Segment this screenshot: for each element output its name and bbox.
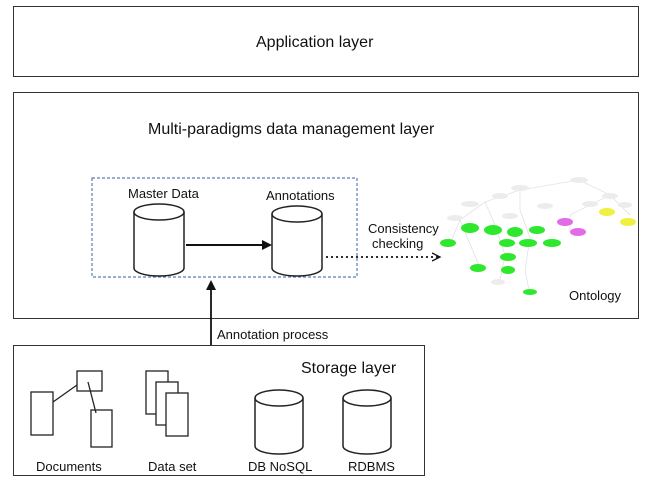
- rdbms-label: RDBMS: [348, 459, 395, 474]
- db-nosql-cylinder-icon: [254, 389, 304, 455]
- consistency-label: Consistency: [368, 221, 439, 236]
- checking-label: checking: [372, 236, 424, 251]
- application-layer-label: Application layer: [256, 34, 374, 51]
- annotation-process-label: Annotation process: [217, 327, 329, 342]
- master-data-label: Master Data: [128, 186, 199, 201]
- db-nosql-label: DB NoSQL: [248, 459, 313, 474]
- ontology-nodes: [440, 177, 636, 295]
- annotations-label: Annotations: [266, 188, 335, 203]
- data-set-icon: [145, 370, 189, 437]
- storage-layer-label: Storage layer: [301, 360, 397, 377]
- master-data-cylinder-icon: [133, 203, 185, 277]
- documents-icon: [30, 370, 113, 448]
- rdbms-cylinder-icon: [342, 389, 392, 455]
- management-layer-label: Multi-paradigms data management layer: [148, 121, 435, 138]
- application-layer-box: [13, 6, 639, 77]
- documents-label: Documents: [36, 459, 102, 474]
- ontology-label: Ontology: [569, 288, 622, 303]
- data-set-label: Data set: [148, 459, 197, 474]
- management-layer-box: [13, 92, 639, 319]
- dashed-container: [91, 177, 358, 278]
- annotations-cylinder-icon: [271, 205, 323, 277]
